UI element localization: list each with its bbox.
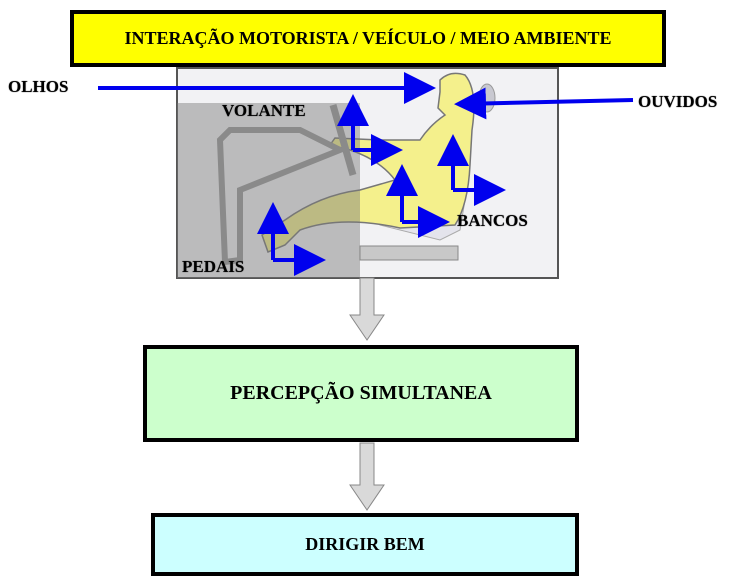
down-arrow-2 (349, 442, 385, 511)
dashboard (216, 127, 348, 266)
shaded-area (177, 103, 360, 278)
title-box: INTERAÇÃO MOTORISTA / VEÍCULO / MEIO AMB… (70, 10, 666, 67)
headrest (478, 83, 496, 113)
label-seats: BANCOS (457, 211, 528, 230)
label-eyes: OLHOS (8, 77, 69, 96)
down-arrow-1 (349, 277, 385, 341)
label-pedals: PEDAIS (182, 257, 245, 276)
seat-base (359, 245, 459, 261)
label-ears: OUVIDOS (638, 92, 718, 111)
ears-arrow (454, 87, 634, 120)
label-wheel: VOLANTE (222, 101, 306, 120)
result-text: DIRIGIR BEM (305, 534, 425, 554)
perception-text: PERCEPÇÃO SIMULTANEA (230, 382, 492, 404)
title: INTERAÇÃO MOTORISTA / VEÍCULO / MEIO AMB… (124, 28, 612, 48)
perception-box: PERCEPÇÃO SIMULTANEA (143, 345, 579, 442)
steering-wheel (329, 104, 357, 176)
result-box: DIRIGIR BEM (151, 513, 579, 576)
